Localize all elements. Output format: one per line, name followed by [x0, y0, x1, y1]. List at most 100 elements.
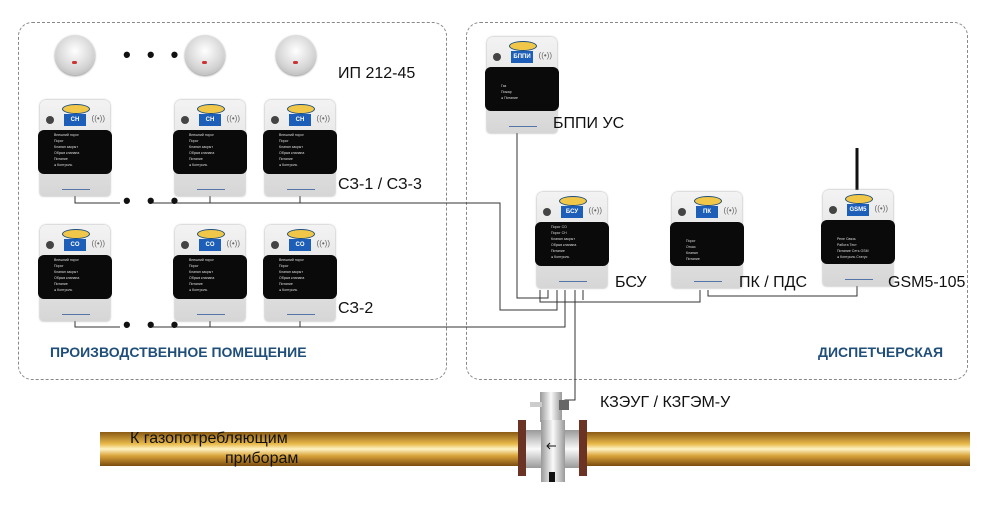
indicator-label: ● Контроль [54, 288, 73, 292]
wireless-icon: ((•)) [226, 239, 240, 248]
wire-sz13-row [74, 195, 558, 311]
indicator-label: Порог [686, 239, 696, 243]
button-icon [678, 208, 686, 216]
button-icon [493, 53, 501, 61]
device-badge: GSM5 [847, 204, 869, 216]
sz13-ellipsis: • • • [123, 188, 184, 213]
indicator-label: Газ [501, 84, 507, 88]
indicator-label: ● Контроль [189, 163, 208, 167]
indicator-label: Питание [54, 157, 68, 161]
button-icon [271, 241, 279, 249]
logo-icon [62, 229, 90, 239]
brand-mark-icon [62, 308, 90, 315]
indicator-label: Порог [54, 139, 64, 143]
logo-icon [62, 104, 90, 114]
sz13-label: СЗ-1 / СЗ-3 [338, 176, 422, 193]
button-icon [46, 116, 54, 124]
wire-pk-gsm [707, 286, 858, 297]
device-badge: CO [289, 239, 311, 251]
dispatch-zone [466, 22, 968, 380]
indicator-label: ● Контроль [551, 255, 570, 259]
indicator-label: Обрыв клапана [54, 151, 80, 155]
valve-label: КЗЭУГ / КЗГЭМ-У [600, 394, 731, 411]
indicator-label: Питание [551, 249, 565, 253]
indicator-label: Клапан закрыт [54, 145, 78, 149]
wire-sz2-row [74, 290, 566, 328]
indicator-label: ● Контроль Статус [837, 255, 868, 259]
logo-icon [287, 229, 315, 239]
smoke-ellipsis: • • • [123, 42, 184, 67]
indicator-label: Клапан закрыт [54, 270, 78, 274]
indicator-label: Питание [279, 282, 293, 286]
indicator-label: Внешний порог [189, 258, 214, 262]
brand-mark-icon [559, 275, 587, 282]
indicator-label: ● Питание [501, 96, 518, 100]
gsm-label: GSM5-105 [888, 274, 966, 291]
indicator-label: Внешний порог [54, 133, 79, 137]
indicator-label: Клапан закрыт [279, 145, 303, 149]
wire-bsu-pk [539, 290, 701, 303]
bsu-label: БСУ [615, 274, 647, 291]
indicator-label: Питание [54, 282, 68, 286]
device-badge: CH [289, 114, 311, 126]
brand-mark-icon [197, 183, 225, 190]
device-badge: CO [64, 239, 86, 251]
logo-icon [509, 41, 537, 51]
indicator-label: Порог [279, 264, 289, 268]
device-badge: CO [199, 239, 221, 251]
device-badge: CH [199, 114, 221, 126]
indicator-label: Обрыв клапана [189, 276, 215, 280]
sz2-label: СЗ-2 [338, 300, 374, 317]
pipe-label-line2: приборам [225, 450, 299, 467]
indicator-label: Клапан закрыт [189, 145, 213, 149]
indicator-label: Обрыв клапана [551, 243, 577, 247]
logo-icon [694, 196, 722, 206]
brand-mark-icon [694, 275, 722, 282]
indicator-label: Клапан закрыт [279, 270, 303, 274]
wireless-icon: ((•)) [316, 239, 330, 248]
button-icon [271, 116, 279, 124]
logo-icon [845, 194, 873, 204]
device-badge: ПК [696, 206, 718, 218]
indicator-label: Питание [279, 157, 293, 161]
indicator-label: Внешний порог [279, 258, 304, 262]
brand-mark-icon [197, 308, 225, 315]
logo-icon [197, 104, 225, 114]
device-badge: CH [64, 114, 86, 126]
smoke-detector [276, 35, 316, 75]
indicator-label: Питание [686, 257, 700, 261]
brand-mark-icon [845, 273, 873, 280]
indicator-label: Обрыв клапана [54, 276, 80, 280]
button-icon [829, 206, 837, 214]
indicator-label: Порог [189, 139, 199, 143]
indicator-label: Внешний порог [54, 258, 79, 262]
button-icon [543, 208, 551, 216]
wireless-icon: ((•)) [538, 51, 552, 60]
logo-icon [287, 104, 315, 114]
logo-icon [559, 196, 587, 206]
pipe-label-line1: К газопотребляющим [130, 430, 288, 447]
wireless-icon: ((•)) [91, 239, 105, 248]
wire-bppi-bsu [516, 130, 549, 299]
indicator-label: Порог [189, 264, 199, 268]
indicator-label: Реле Связь [837, 237, 856, 241]
wireless-icon: ((•)) [874, 204, 888, 213]
wire-bsu-valve [564, 290, 576, 407]
brand-mark-icon [62, 183, 90, 190]
indicator-label: Порог CH [551, 231, 567, 235]
